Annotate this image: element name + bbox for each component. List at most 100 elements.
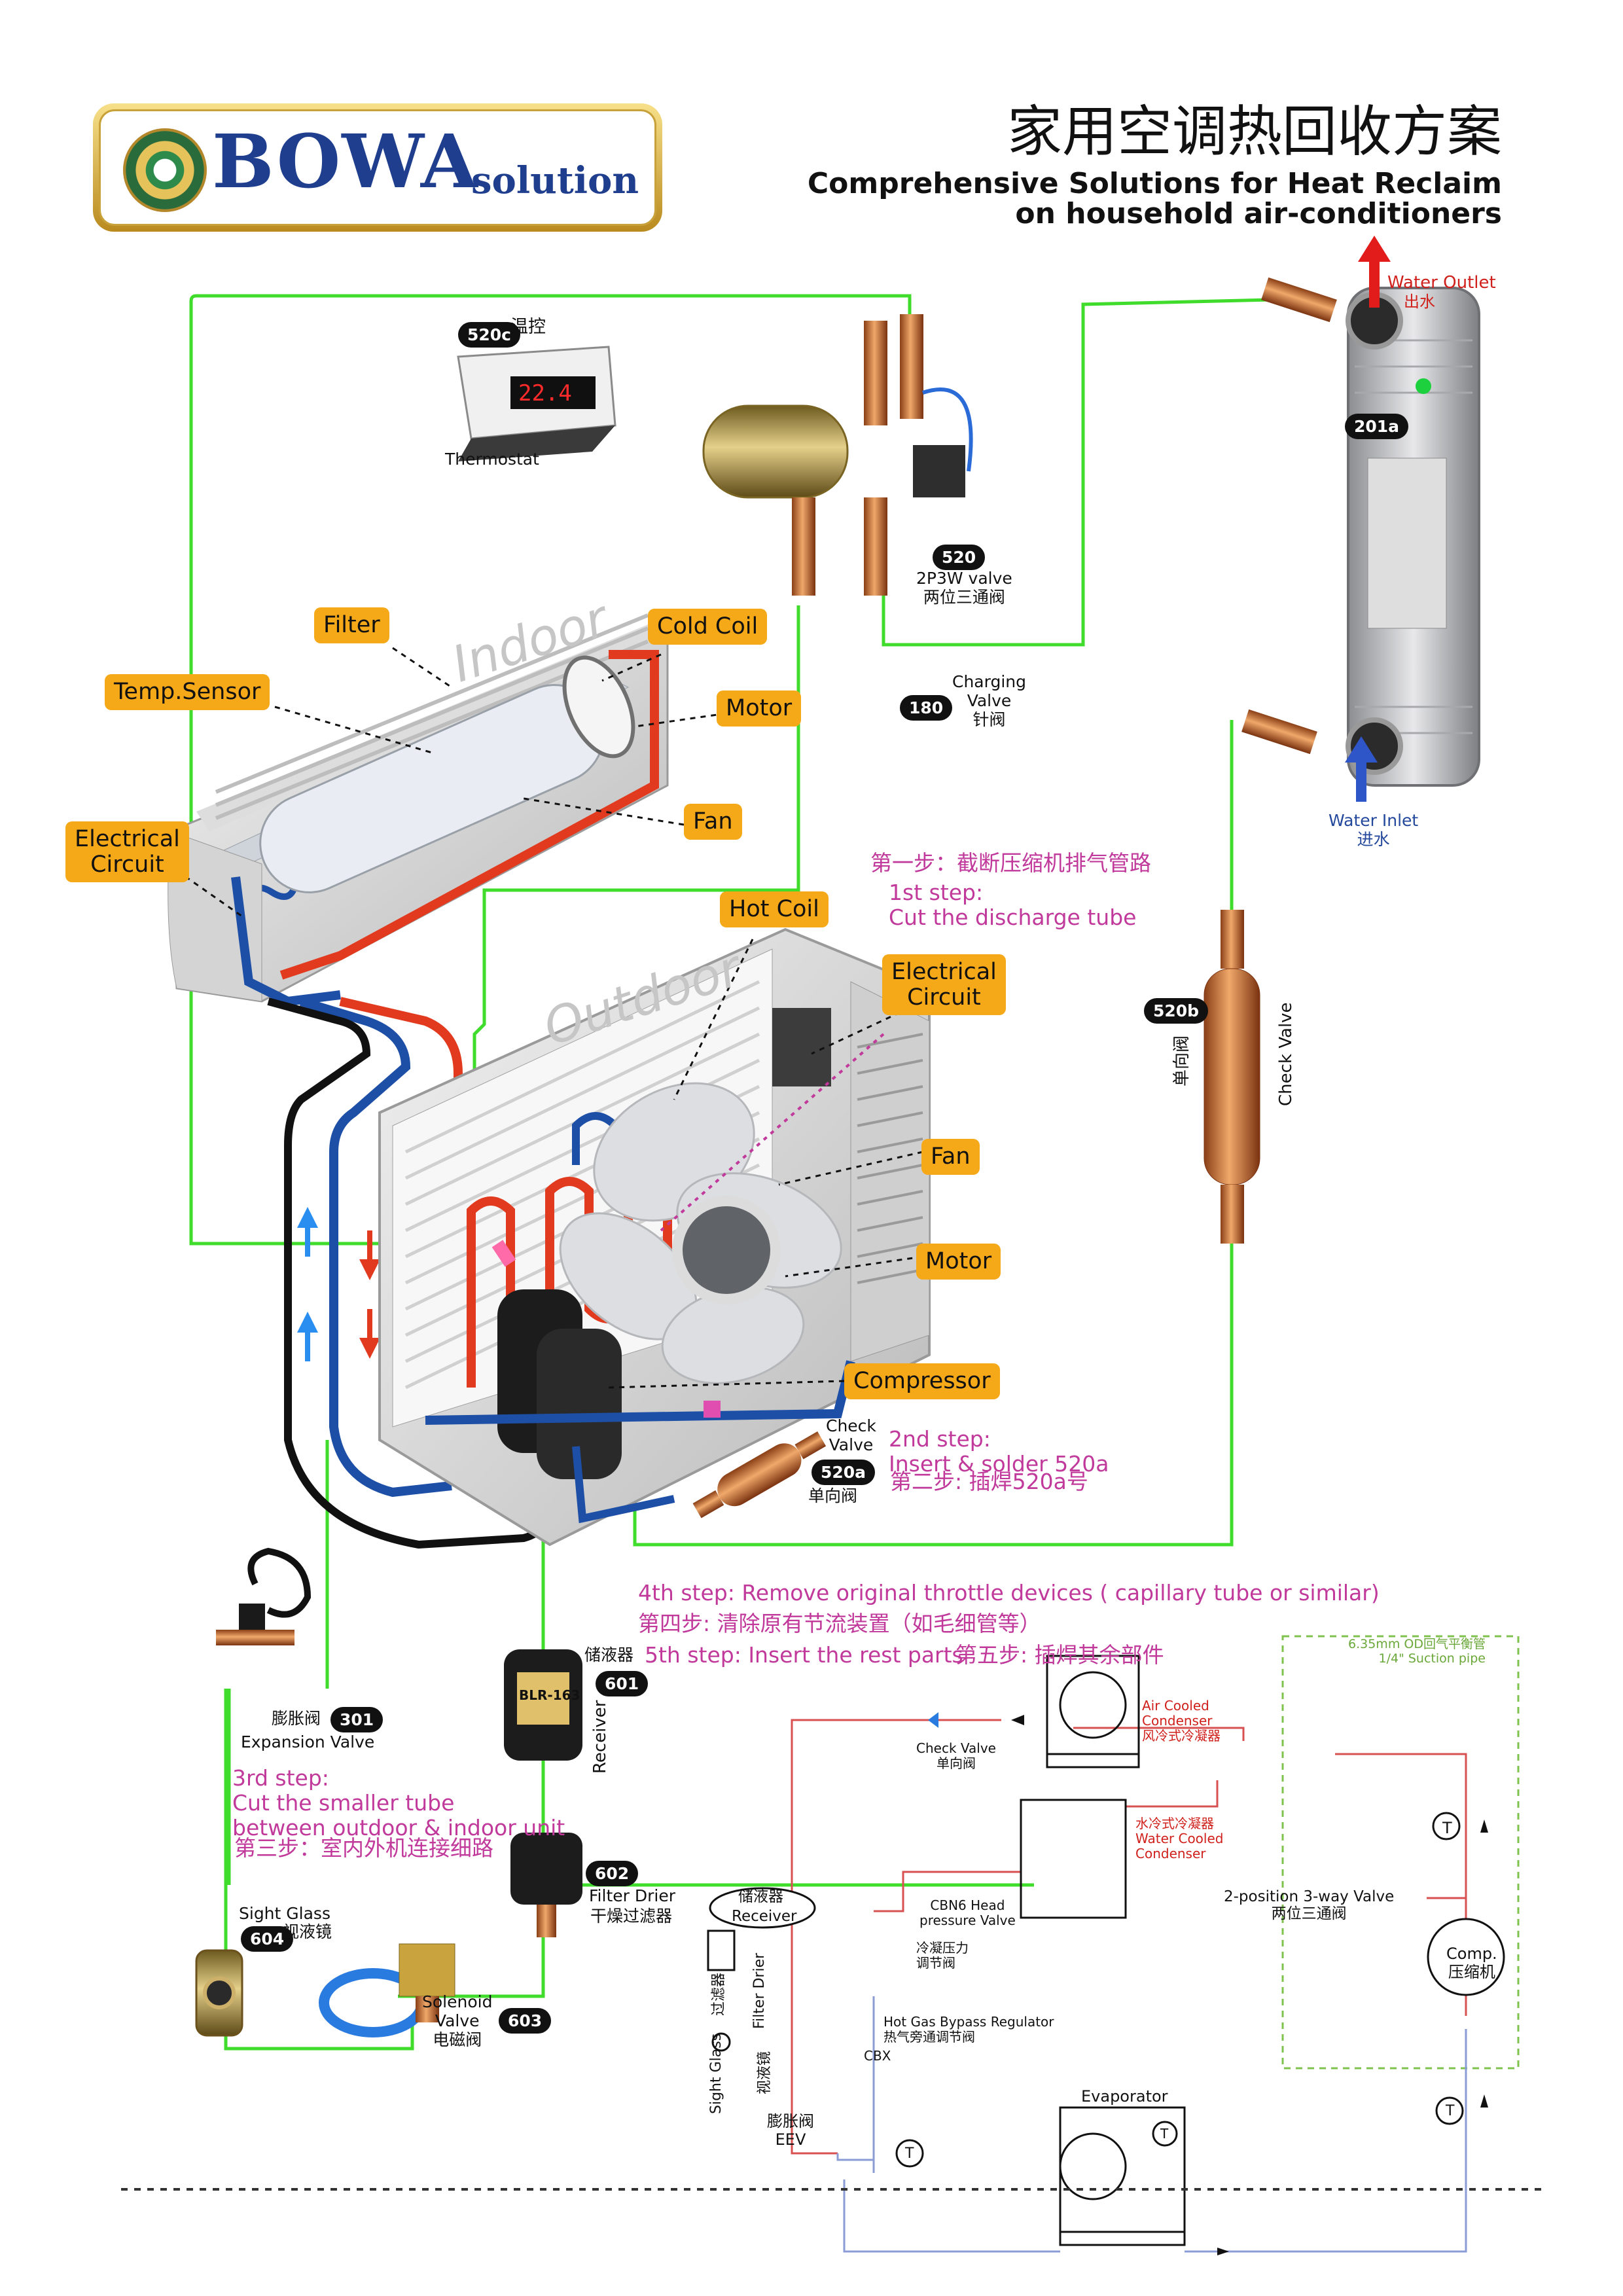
check-valve-520a [692, 1431, 827, 1518]
check-valve-b-cn: 单向阀 [1172, 1035, 1192, 1086]
tag-cold-coil: Cold Coil [648, 609, 768, 645]
charging-valve-en-1: Charging [952, 672, 1026, 691]
step2-en-2: Insert & solder 520a [889, 1450, 1109, 1477]
sch-receiver-cn: 储液器 [738, 1888, 783, 1905]
step4-en: 4th step: Remove original throttle devic… [638, 1580, 1380, 1605]
title-en-line1: Comprehensive Solutions for Heat Reclaim [807, 167, 1502, 200]
suction-en: 1/4" Suction pipe [1378, 1651, 1486, 1666]
badge-180: 180 [900, 695, 953, 721]
tag-outdoor-motor: Motor [916, 1244, 1001, 1280]
water-inlet-labels: Water Inlet 进水 [1329, 811, 1419, 850]
temp-sensor-t4: T [1160, 2126, 1169, 2142]
step3-en-3: between outdoor & indoor unit [232, 1814, 565, 1840]
thermostat-device: 22.4 [457, 346, 616, 461]
filter-drier-en: Filter Drier [589, 1886, 675, 1905]
water-cooled-cn: 水冷式冷凝器 [1135, 1816, 1214, 1831]
evaporator-label: Evaporator [1081, 2087, 1168, 2106]
valve-2p3w-cn: 两位三通阀 [923, 587, 1005, 607]
step1-en-1: 1st step: [889, 880, 984, 905]
water-cooled-en2: Condenser [1135, 1846, 1206, 1861]
step3-en-2: Cut the smaller tube [232, 1789, 455, 1816]
check-valve-a-en-1: Check [826, 1416, 876, 1435]
check-valve-b-en: Check Valve [1276, 1002, 1296, 1106]
cbn6-cn1: 冷凝压力 [916, 1940, 969, 1956]
outdoor-elec-line1: Electrical [891, 959, 997, 985]
logo-suffix: solution [471, 159, 639, 202]
check-valve-520b [1204, 910, 1260, 1244]
solenoid-valve-labels: Solenoid Valve 电磁阀 [422, 1992, 493, 2049]
sch-filter-en: Filter Drier [751, 1952, 768, 2029]
water-cooled-labels: 水冷式冷凝器 Water Cooled Condenser [1135, 1816, 1223, 1861]
sch-check-valve-cn: 单向阀 [936, 1755, 976, 1771]
step1-en-2: Cut the discharge tube [889, 904, 1137, 930]
outdoor-elec-line2: Circuit [907, 984, 981, 1011]
solenoid-valve-603 [319, 1943, 455, 2037]
water-outlet-cn: 出水 [1404, 293, 1435, 311]
valve-2p3w-en: 2P3W valve [916, 569, 1012, 588]
left-arrow-icon [1011, 1715, 1024, 1725]
badge-520: 520 [933, 545, 986, 570]
water-inlet-en: Water Inlet [1329, 811, 1419, 830]
three-way-valve-labels: 2-position 3-way Valve 两位三通阀 [1224, 1888, 1394, 1923]
air-cooled-cn: 风冷式冷凝器 [1142, 1728, 1221, 1744]
receiver-part-label: BLR-163 [519, 1687, 580, 1703]
charging-valve-en-2: Valve [967, 691, 1012, 710]
badge-603: 603 [499, 2008, 552, 2034]
solenoid-en-1: Solenoid [422, 1992, 493, 2011]
outdoor-unit [378, 927, 931, 1547]
expansion-valve-cn: 膨胀阀 [272, 1709, 321, 1728]
receiver-cn: 储液器 [584, 1645, 634, 1664]
three-way-en: 2-position 3-way Valve [1224, 1888, 1395, 1905]
comp-cn: 压缩机 [1448, 1962, 1495, 1981]
right-arrow-icon [1217, 2248, 1229, 2255]
inlet-arrowhead-icon [1345, 736, 1378, 762]
tag-indoor-electrical-circuit: Electrical Circuit [65, 821, 189, 882]
page-title-cn: 家用空调热回收方案 [1007, 99, 1502, 164]
badge-604: 604 [241, 1926, 294, 1952]
refrigeration-schematic [707, 1635, 1520, 2253]
water-outlet-en: Water Outlet [1387, 273, 1496, 293]
sight-glass-en: Sight Glass [239, 1904, 330, 1923]
logo-wordmark: BOWA [212, 119, 479, 205]
valve-2p3w-labels: 2P3W valve 两位三通阀 [916, 569, 1012, 607]
indoor-elec-line1: Electrical [75, 826, 180, 852]
schematic-arrows [928, 1712, 1488, 2255]
step2-cn: 第二步: 插焊520a号 [890, 1469, 1088, 1494]
eev-cn: 膨胀阀 [767, 2112, 814, 2130]
tag-outdoor-fan: Fan [921, 1139, 980, 1175]
badge-520b: 520b [1144, 998, 1209, 1024]
comp-en: Comp. [1446, 1945, 1497, 1963]
thermostat-display: 22.4 [518, 380, 572, 406]
cbn6-en2: pressure Valve [919, 1912, 1016, 1928]
sch-sight-glass-cn: 视液镜 [757, 2051, 773, 2094]
temp-sensor-t2: T [1446, 2103, 1455, 2119]
step1-cn: 第一步：截断压缩机排气管路 [870, 850, 1151, 876]
tag-hot-coil: Hot Coil [720, 891, 829, 927]
step2-en: 2nd step: Insert & solder 520a [889, 1427, 1109, 1477]
badge-520c: 520c [458, 322, 521, 348]
two-position-three-way-valve [702, 314, 973, 596]
check-valve-a-en-2: Valve [829, 1435, 874, 1454]
comp-labels: Comp. 压缩机 [1446, 1945, 1497, 1981]
tag-indoor-motor: Motor [717, 691, 802, 726]
sch-receiver-en: Receiver [732, 1908, 797, 1925]
expansion-valve-en: Expansion Valve [241, 1732, 375, 1751]
charging-valve-labels: Charging Valve 针阀 [952, 672, 1026, 729]
step3-en-1: 3rd step: [232, 1765, 329, 1791]
page-title-en: Comprehensive Solutions for Heat Reclaim… [807, 167, 1502, 229]
receiver-en: Receiver [590, 1700, 610, 1774]
three-way-cn: 两位三通阀 [1271, 1905, 1347, 1923]
eev-labels: 膨胀阀 EEV [767, 2112, 814, 2149]
badge-201a: 201a [1345, 414, 1409, 439]
sch-filter-cn: 过滤器 [711, 1972, 727, 2016]
air-cooled-en2: Condenser [1142, 1713, 1213, 1729]
cbn6-cn-labels: 冷凝压力 调节阀 [916, 1941, 969, 1971]
bowa-logo: BOWA solution [93, 103, 662, 232]
badge-602: 602 [586, 1861, 639, 1886]
tag-compressor: Compressor [844, 1363, 1000, 1399]
water-cooled-en1: Water Cooled [1135, 1831, 1224, 1846]
hot-gas-labels: Hot Gas Bypass Regulator 热气旁通调节阀 [883, 2015, 1054, 2045]
charging-valve-cn: 针阀 [972, 709, 1006, 729]
receiver-601: BLR-163 [504, 1649, 582, 1761]
sch-sight-glass-en: Sight Glass [708, 2033, 724, 2114]
